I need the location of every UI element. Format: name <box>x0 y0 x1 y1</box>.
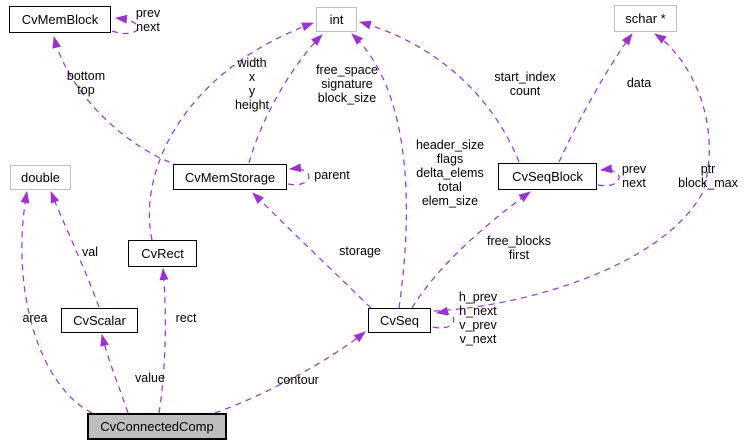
edge-conncomp-double <box>20 191 93 414</box>
edge-label-rect: rect <box>175 311 197 325</box>
node-cvseq[interactable]: CvSeq <box>368 308 431 333</box>
edge-seq-schar <box>433 33 710 312</box>
edge-label-contour: contour <box>277 373 319 387</box>
node-cvmemstorage[interactable]: CvMemStorage <box>173 164 287 190</box>
node-cvscalar[interactable]: CvScalar <box>61 308 138 333</box>
node-cvrect[interactable]: CvRect <box>128 240 197 267</box>
node-cvseqblock[interactable]: CvSeqBlock <box>498 163 597 190</box>
edge-seq-self-loop <box>432 306 455 329</box>
edge-conncomp-seq <box>214 331 366 414</box>
edge-memstorage-self-loop <box>287 163 310 186</box>
node-double: double <box>10 165 71 190</box>
edge-label-area: area <box>22 311 48 325</box>
edge-memstorage-memblock <box>52 36 181 167</box>
edge-label-val: val <box>82 245 98 259</box>
edge-memstorage-int <box>248 34 323 164</box>
node-int: int <box>316 7 357 32</box>
node-schar-ptr: schar * <box>614 5 677 32</box>
edge-label-parent: parent <box>314 168 350 182</box>
edge-rect-int <box>148 22 314 241</box>
edge-label-value: value <box>135 371 165 385</box>
edge-seqblock-self-loop <box>597 164 620 187</box>
edge-memblock-self-loop <box>111 14 139 35</box>
edge-seq-int <box>351 33 407 309</box>
edge-conncomp-rect <box>158 268 169 414</box>
edge-seqblock-schar <box>558 33 633 163</box>
edge-seq-memstorage <box>252 192 372 309</box>
node-cvconnectedcomp: CvConnectedComp <box>87 413 227 440</box>
edge-label-storage: storage <box>339 244 381 258</box>
edge-scalar-double <box>50 191 100 308</box>
edge-label-data: data <box>626 76 652 90</box>
node-cvmemblock[interactable]: CvMemBlock <box>9 6 111 33</box>
edge-seqblock-int <box>359 20 520 163</box>
edge-conncomp-scalar <box>100 334 129 414</box>
